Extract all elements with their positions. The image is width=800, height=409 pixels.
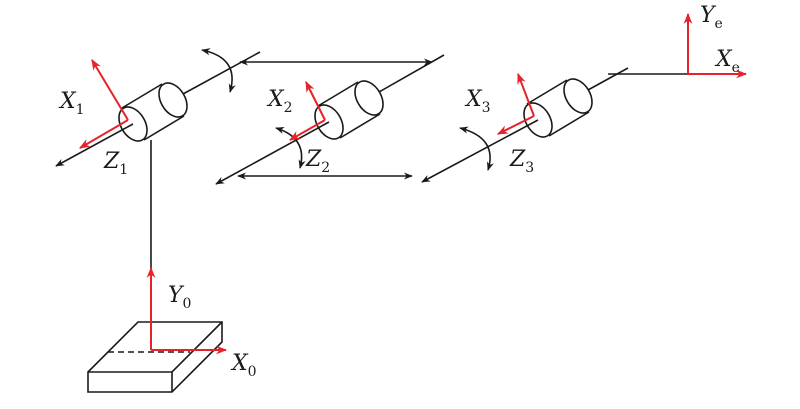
end-effector-frame xyxy=(683,12,748,79)
joint-1-cylinder xyxy=(118,82,188,142)
label-x1: X1 xyxy=(58,89,85,118)
label-x2: X2 xyxy=(266,87,293,116)
joint-1-rotation-arrow xyxy=(201,48,236,93)
z1-axis-line xyxy=(55,123,134,167)
joint-3-rotation-arrow xyxy=(459,126,494,171)
label-x3: X3 xyxy=(464,87,491,116)
joint-2-rotation-arrow xyxy=(275,126,306,169)
x2-axis-arrow xyxy=(305,81,326,121)
base-block xyxy=(87,321,223,393)
z2-axis-line xyxy=(215,121,330,185)
x1-axis-arrow xyxy=(91,59,129,121)
link-2-out xyxy=(378,54,445,93)
x3-axis-arrow xyxy=(517,72,535,117)
base-frame xyxy=(146,266,228,355)
link-3-out xyxy=(587,67,629,91)
z1-axis-arrow xyxy=(79,119,129,149)
joint-2-cylinder xyxy=(314,80,384,140)
label-xe: Xe xyxy=(714,47,740,76)
label-y0: Y0 xyxy=(168,283,191,312)
label-ye: Ye xyxy=(700,3,723,32)
z3-axis-arrow xyxy=(497,115,535,135)
z2-axis-arrow xyxy=(289,119,326,141)
label-z2: Z2 xyxy=(305,147,330,176)
joint-3-cylinder xyxy=(523,78,593,138)
label-z3: Z3 xyxy=(509,147,534,176)
label-x0: X0 xyxy=(230,351,257,380)
label-z1: Z1 xyxy=(103,149,128,178)
